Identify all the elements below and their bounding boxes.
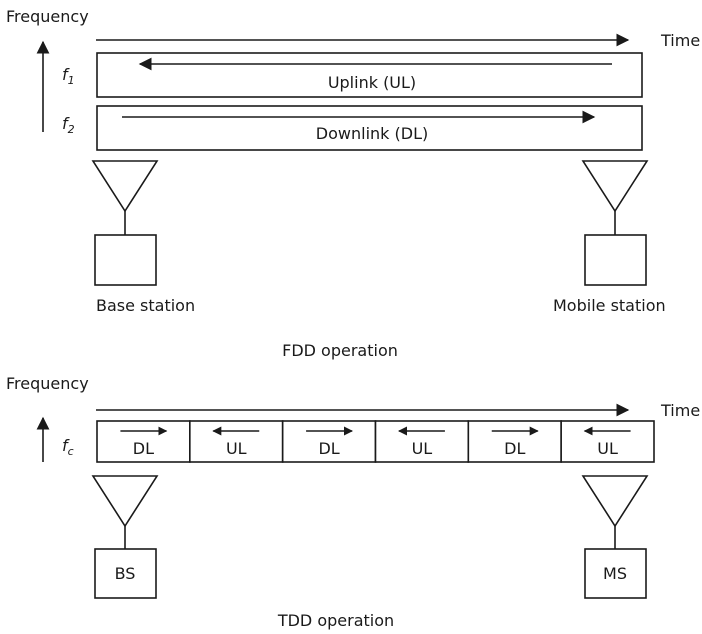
tdd-time-label: Time bbox=[660, 401, 700, 420]
tdd-slot-box bbox=[560, 420, 655, 463]
fdd-time-label: Time bbox=[660, 31, 700, 50]
tdd-slot-label: UL bbox=[226, 439, 247, 458]
tdd-slot-label: DL bbox=[318, 439, 339, 458]
mobile-station-label: Mobile station bbox=[553, 296, 666, 315]
ms-label: MS bbox=[603, 564, 627, 583]
tdd-slot-label: DL bbox=[504, 439, 525, 458]
fdd-f1-label: f1 bbox=[62, 65, 75, 87]
downlink-channel-bar bbox=[96, 105, 643, 151]
tdd-frequency-label: Frequency bbox=[6, 374, 89, 393]
ms-box bbox=[584, 548, 647, 599]
tdd-slot-label: UL bbox=[412, 439, 433, 458]
tdd-slot-label: DL bbox=[133, 439, 154, 458]
uplink-label: Uplink (UL) bbox=[328, 73, 416, 92]
uplink-channel-bar bbox=[96, 52, 643, 98]
fdd-caption: FDD operation bbox=[282, 341, 398, 360]
fdd-section: Frequency Time f1 f2 Uplink (UL) Downlin… bbox=[6, 7, 700, 360]
tdd-slot-box bbox=[189, 420, 284, 463]
mobile-station-antenna-icon bbox=[581, 160, 649, 213]
tdd-slot-row: DL UL DL UL DL UL bbox=[96, 420, 655, 463]
bs-antenna-icon bbox=[91, 475, 159, 528]
base-station-box bbox=[94, 234, 157, 286]
tdd-slot-box bbox=[374, 420, 470, 463]
mobile-station-box bbox=[584, 234, 647, 286]
tdd-caption: TDD operation bbox=[277, 611, 394, 630]
tdd-slot-label: UL bbox=[597, 439, 618, 458]
tdd-section: Frequency Time fc DL UL DL UL DL UL BS MS TDD… bbox=[6, 374, 700, 630]
tdd-slot-box bbox=[467, 420, 562, 463]
ms-antenna-icon bbox=[581, 475, 649, 528]
bs-box bbox=[94, 548, 157, 599]
fdd-frequency-label: Frequency bbox=[6, 7, 89, 26]
base-station-label: Base station bbox=[96, 296, 195, 315]
tdd-slot-box bbox=[281, 420, 377, 463]
downlink-label: Downlink (DL) bbox=[316, 124, 428, 143]
bs-label: BS bbox=[115, 564, 136, 583]
tdd-fc-label: fc bbox=[62, 436, 74, 458]
fdd-f2-label: f2 bbox=[62, 114, 75, 136]
base-station-antenna-icon bbox=[91, 160, 159, 213]
